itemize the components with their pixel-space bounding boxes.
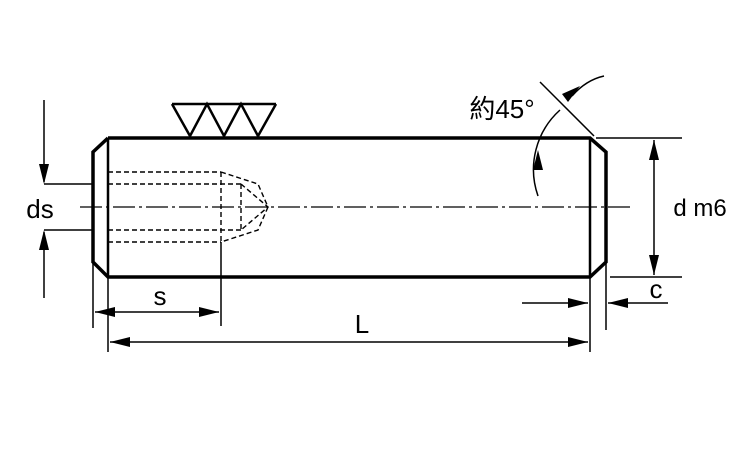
L-dimension <box>107 277 591 352</box>
ds-dimension <box>39 100 93 298</box>
angle-label: 約45° <box>469 94 534 124</box>
d-dimension <box>596 137 682 278</box>
c-dimension <box>522 262 668 330</box>
hidden-thread-hole <box>108 171 270 243</box>
angle-dimension <box>532 75 605 197</box>
s-dimension <box>92 242 222 328</box>
s-label: s <box>154 281 167 311</box>
ds-label: ds <box>26 194 53 224</box>
c-label: c <box>650 274 663 304</box>
d-label: d m6 <box>673 195 726 222</box>
surface-finish-symbol <box>170 101 278 139</box>
L-label: L <box>355 309 369 339</box>
